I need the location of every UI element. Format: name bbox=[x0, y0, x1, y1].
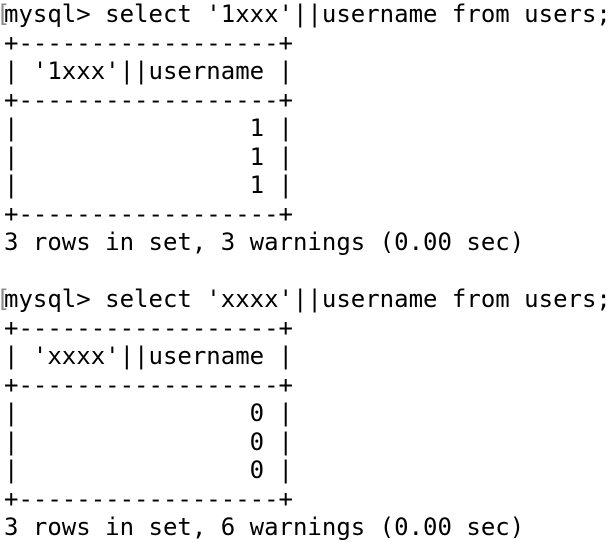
table-row: | 1 | bbox=[4, 143, 612, 172]
table-header: | 'xxxx'||username | bbox=[4, 342, 612, 371]
table-row: | 0 | bbox=[4, 428, 612, 457]
terminal-line-text: +------------------+ bbox=[4, 199, 293, 228]
blank-line bbox=[4, 257, 612, 286]
terminal-line-text: mysql> select '1xxx'||username from user… bbox=[4, 0, 611, 28]
table-row: | 0 | bbox=[4, 399, 612, 428]
terminal-line-text: +------------------+ bbox=[4, 28, 293, 57]
terminal-line-text: mysql> select 'xxxx'||username from user… bbox=[4, 285, 611, 313]
table-border: +------------------+ bbox=[4, 200, 612, 229]
clipped-bracket-prefix: [ bbox=[0, 0, 10, 29]
table-row: | 1 | bbox=[4, 171, 612, 200]
terminal-line-text: | 1 | bbox=[4, 142, 293, 171]
terminal-line-text: +------------------+ bbox=[4, 484, 293, 513]
terminal-line-text: 3 rows in set, 6 warnings (0.00 sec) bbox=[4, 513, 525, 541]
query-line-2: [mysql> select 'xxxx'||username from use… bbox=[0, 285, 612, 314]
terminal-line-text: +------------------+ bbox=[4, 313, 293, 342]
status-line-2: 3 rows in set, 6 warnings (0.00 sec) bbox=[4, 513, 612, 542]
table-border: +------------------+ bbox=[4, 86, 612, 115]
clipped-bracket-prefix: [ bbox=[0, 285, 10, 314]
terminal-line-text: +------------------+ bbox=[4, 85, 293, 114]
table-row: | 0 | bbox=[4, 456, 612, 485]
terminal-line-text: | '1xxx'||username | bbox=[4, 57, 293, 85]
terminal-line-text: | 'xxxx'||username | bbox=[4, 342, 293, 370]
terminal-line-text: | 1 | bbox=[4, 171, 293, 199]
table-row: | 1 | bbox=[4, 114, 612, 143]
status-line-1: 3 rows in set, 3 warnings (0.00 sec) bbox=[4, 228, 612, 257]
terminal-line-text: | 1 | bbox=[4, 114, 293, 142]
terminal-line-text: | 0 | bbox=[4, 427, 293, 456]
table-border: +------------------+ bbox=[4, 29, 612, 58]
table-header: | '1xxx'||username | bbox=[4, 57, 612, 86]
terminal-line-text: | 0 | bbox=[4, 456, 293, 484]
terminal-line-text: 3 rows in set, 3 warnings (0.00 sec) bbox=[4, 228, 525, 256]
terminal-line-text: +------------------+ bbox=[4, 370, 293, 399]
table-border: +------------------+ bbox=[4, 371, 612, 400]
table-border: +------------------+ bbox=[4, 314, 612, 343]
table-border: +------------------+ bbox=[4, 485, 612, 514]
terminal-line-text: | 0 | bbox=[4, 399, 293, 427]
query-line-1: [mysql> select '1xxx'||username from use… bbox=[0, 0, 612, 29]
